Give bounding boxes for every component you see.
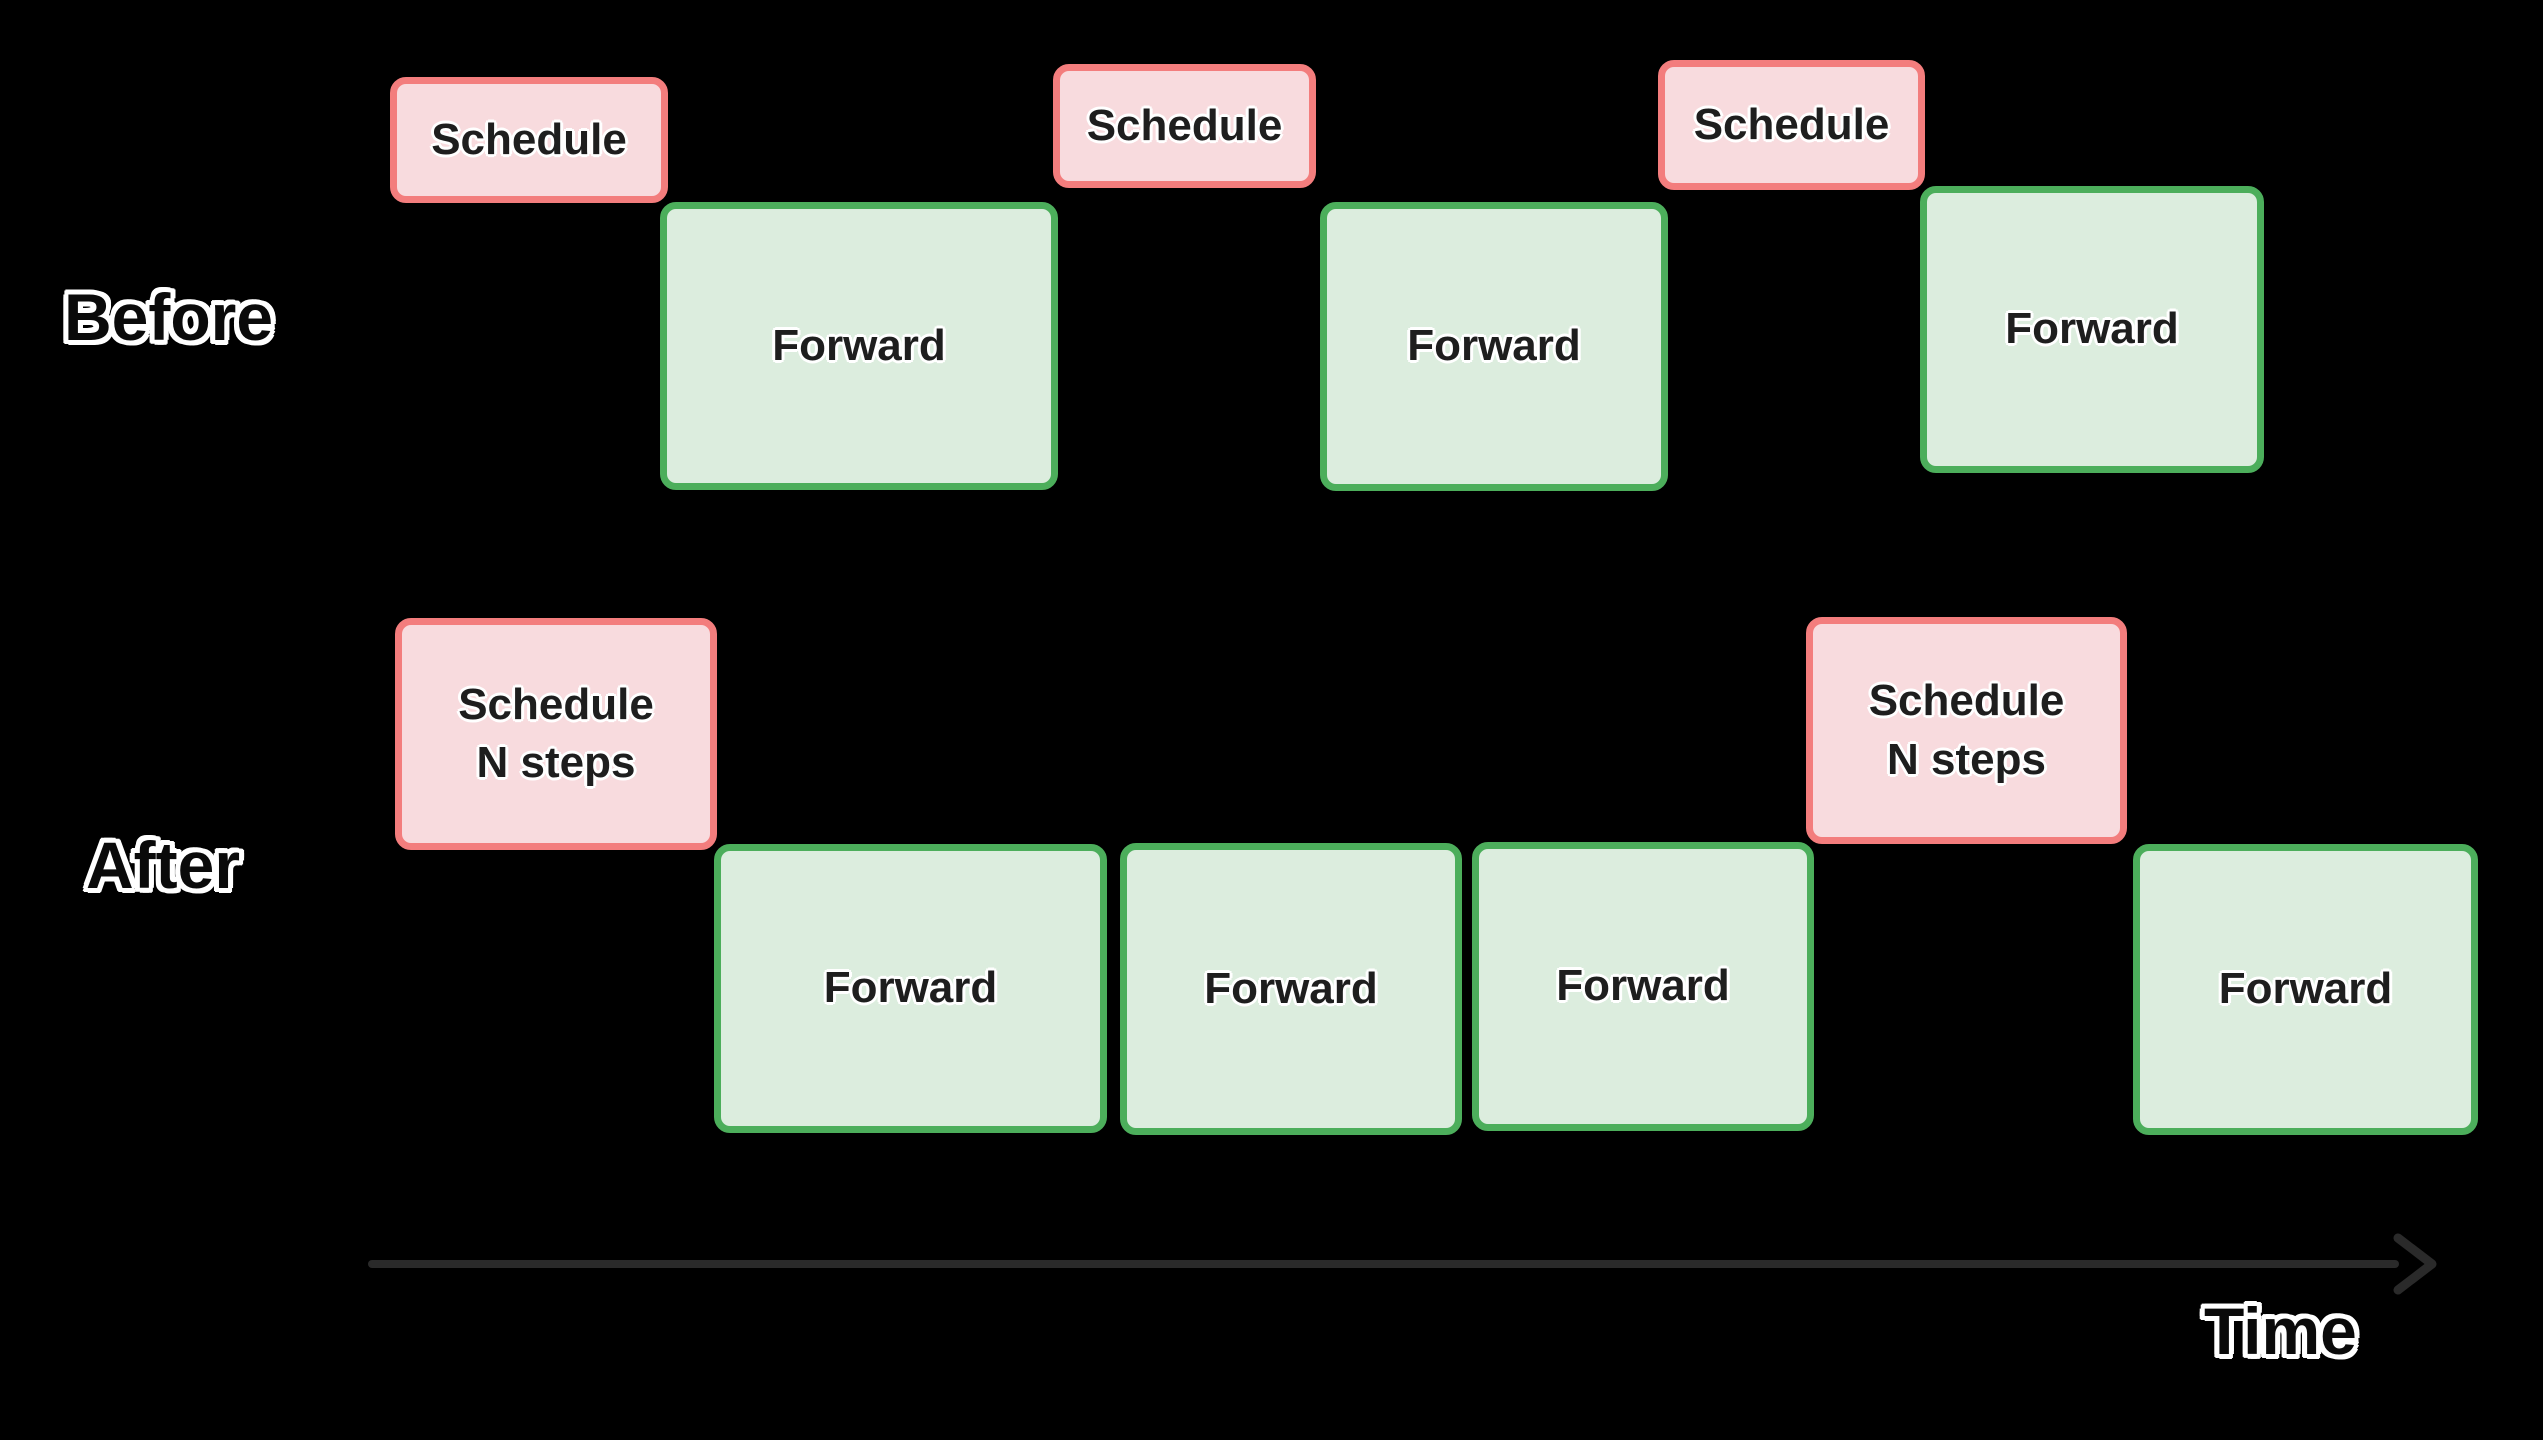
forward-box: Forward bbox=[1920, 186, 2264, 473]
forward-box-label: Forward bbox=[772, 320, 946, 370]
forward-box-label: Forward bbox=[2218, 964, 2393, 1014]
before-label: Before bbox=[64, 280, 274, 354]
schedule-box: Schedule bbox=[1053, 64, 1316, 188]
forward-box: Forward bbox=[1472, 842, 1814, 1131]
schedule-box-label-line2: N steps bbox=[1887, 734, 2046, 784]
schedule-box: Schedule bbox=[390, 77, 668, 203]
schedule-box-label: Schedule bbox=[431, 114, 627, 164]
after-label: After bbox=[86, 828, 241, 902]
time-label: Time bbox=[2204, 1294, 2357, 1368]
forward-box: Forward bbox=[660, 202, 1058, 490]
schedule-box-label-line2: N steps bbox=[476, 738, 636, 787]
time-axis-arrow bbox=[368, 1233, 2437, 1295]
schedule-box-label: Schedule bbox=[1086, 100, 1283, 150]
schedule-box: Schedule bbox=[1658, 60, 1925, 190]
forward-box: Forward bbox=[1120, 843, 1462, 1135]
forward-box: Forward bbox=[714, 844, 1107, 1133]
forward-box-label: Forward bbox=[2005, 304, 2179, 354]
schedule-box-label-line1: Schedule bbox=[1868, 676, 2065, 726]
forward-box: Forward bbox=[1320, 202, 1668, 491]
schedule-box-label: Schedule bbox=[1693, 99, 1890, 149]
schedule-n-steps-box: Schedule N steps bbox=[1806, 617, 2127, 844]
forward-box-label: Forward bbox=[823, 963, 998, 1013]
forward-box-label: Forward bbox=[1407, 321, 1581, 371]
forward-box: Forward bbox=[2133, 844, 2478, 1135]
forward-box-label: Forward bbox=[1204, 963, 1378, 1013]
schedule-box-label-line1: Schedule bbox=[458, 679, 654, 729]
forward-box-label: Forward bbox=[1556, 961, 1730, 1011]
schedule-n-steps-box: Schedule N steps bbox=[395, 618, 717, 850]
